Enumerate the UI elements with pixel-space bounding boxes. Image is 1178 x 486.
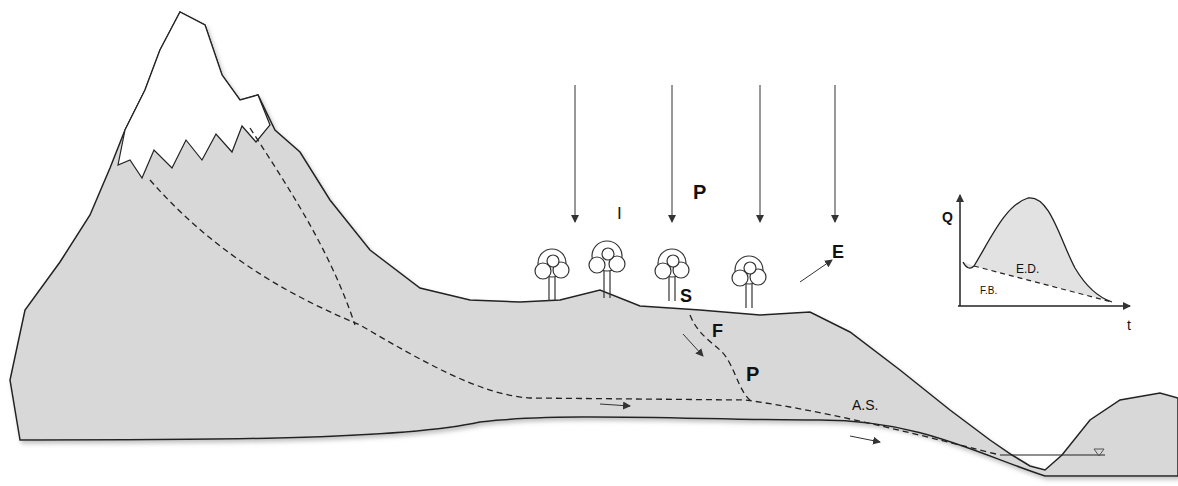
diagram-label: P	[693, 182, 706, 202]
diagram-label: F.B.	[980, 286, 997, 296]
rain-arrow	[835, 85, 836, 222]
diagram-label: Q	[942, 210, 953, 224]
diagram-label: t	[1127, 318, 1131, 332]
snow-cap	[118, 12, 270, 178]
trees	[535, 241, 766, 308]
water-surface	[1000, 454, 1105, 455]
infiltration-path	[690, 315, 752, 402]
rain-arrow	[575, 85, 576, 222]
terrain	[10, 12, 1178, 476]
rain-arrow	[760, 85, 761, 222]
diagram-label: F	[712, 322, 723, 340]
water-table-symbol	[1094, 449, 1104, 456]
flow-arrow	[600, 404, 630, 406]
evaporation-arrow	[800, 260, 832, 282]
groundwater-flowpath	[250, 128, 355, 325]
diagram-label: A.S.	[852, 398, 878, 412]
diagram-label: I	[617, 205, 622, 222]
rain-arrow	[672, 85, 673, 222]
diagram-label: E	[832, 243, 844, 261]
diagram-label: E.D.	[1016, 263, 1039, 275]
diagram-label: S	[680, 287, 692, 305]
diagram-label: P	[746, 364, 759, 384]
hydrograph	[958, 195, 1130, 306]
flow-arrow	[850, 436, 880, 442]
flow-arrow	[683, 334, 703, 356]
